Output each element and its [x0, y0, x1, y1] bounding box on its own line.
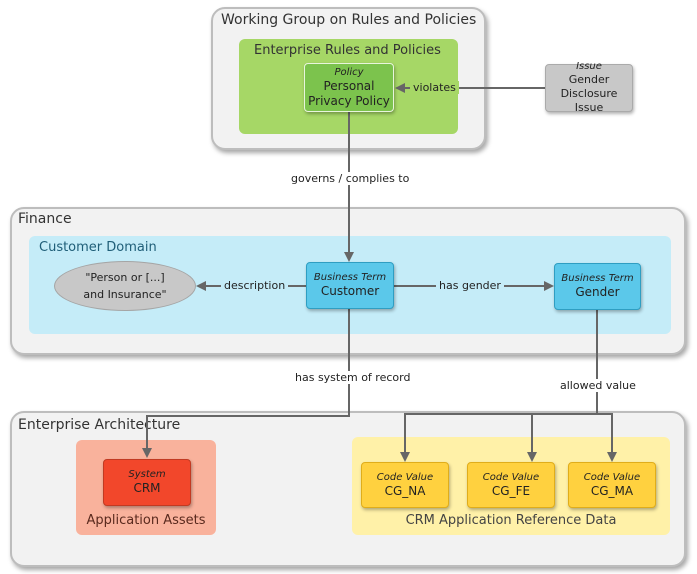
- gender-term-node[interactable]: Business Term Gender: [554, 263, 641, 310]
- cg-na-name: CG_NA: [384, 483, 426, 498]
- customer-type-label: Business Term: [313, 272, 387, 283]
- code-value-cg-ma[interactable]: Code Value CG_MA: [568, 462, 656, 508]
- code-value-cg-fe[interactable]: Code Value CG_FE: [467, 462, 555, 508]
- crm-system-name: CRM: [133, 481, 161, 495]
- description-line1: "Person or [...]: [85, 271, 165, 284]
- gender-type-label: Business Term: [561, 273, 634, 284]
- finance-title: Finance: [18, 211, 72, 227]
- application-assets-title: Application Assets: [86, 513, 206, 528]
- cg-na-type-label: Code Value: [376, 471, 434, 483]
- issue-node[interactable]: Issue Gender Disclosure Issue: [545, 61, 633, 114]
- policy-name-line2: Privacy Policy: [308, 93, 390, 108]
- policy-node[interactable]: Policy Personal Privacy Policy: [304, 63, 394, 112]
- customer-domain-title: Customer Domain: [39, 240, 157, 255]
- working-group-title: Working Group on Rules and Policies: [221, 12, 477, 28]
- crm-reference-data-title: CRM Application Reference Data: [405, 513, 617, 528]
- crm-system-type-label: System: [128, 469, 166, 480]
- enterprise-rules-title: Enterprise Rules and Policies: [254, 43, 441, 58]
- description-ellipse[interactable]: "Person or [...] and Insurance": [54, 261, 196, 311]
- edge-allowed-value-trunk: [400, 310, 598, 462]
- cg-ma-name: CG_MA: [590, 483, 634, 498]
- enterprise-architecture-title: Enterprise Architecture: [18, 417, 181, 433]
- policy-name-line1: Personal: [323, 78, 375, 93]
- customer-name: Customer: [320, 284, 380, 298]
- issue-type-label: Issue: [576, 61, 602, 72]
- description-line2: and Insurance": [83, 288, 167, 301]
- edge-label-has-gender: has gender: [436, 279, 504, 292]
- crm-system-node[interactable]: System CRM: [103, 459, 191, 506]
- edge-label-description: description: [221, 279, 289, 292]
- customer-term-node[interactable]: Business Term Customer: [306, 262, 394, 309]
- gender-name: Gender: [575, 285, 620, 299]
- issue-name-line1: Gender: [568, 73, 610, 86]
- edge-system-of-record: [142, 309, 350, 458]
- cg-ma-type-label: Code Value: [583, 471, 641, 483]
- cg-fe-name: CG_FE: [491, 483, 531, 498]
- edge-label-violates: violates: [410, 81, 459, 94]
- edge-label-governs: governs / complies to: [288, 172, 413, 185]
- issue-name-line2: Disclosure Issue: [560, 87, 618, 114]
- policy-type-label: Policy: [334, 66, 364, 78]
- edge-label-system-of-record: has system of record: [292, 371, 414, 384]
- code-value-cg-na[interactable]: Code Value CG_NA: [361, 462, 449, 508]
- cg-fe-type-label: Code Value: [482, 471, 540, 483]
- edge-allowed-value-ma: [597, 413, 617, 462]
- edge-label-allowed-value: allowed value: [557, 379, 639, 392]
